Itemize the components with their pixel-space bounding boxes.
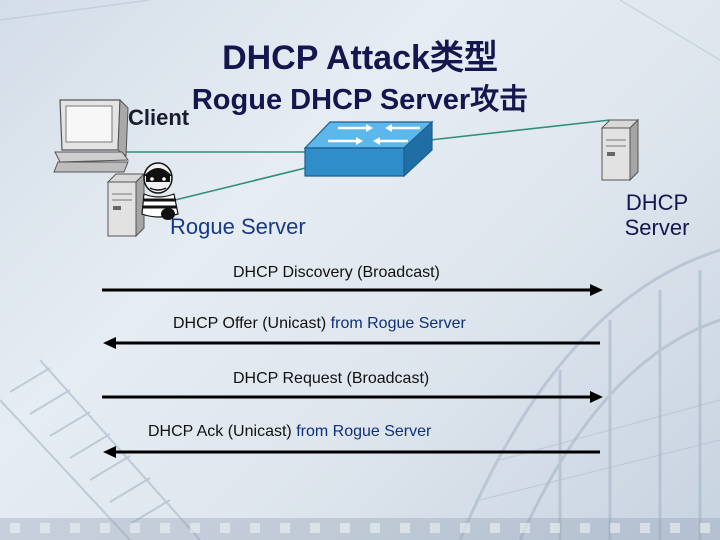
message-arrow-1 (102, 284, 603, 296)
message-label-2: DHCP Offer (Unicast) from Rogue Server (173, 315, 466, 333)
slide-title: DHCP Attack类型 (222, 39, 498, 77)
slide-subtitle: Rogue DHCP Server攻击 (191, 84, 529, 116)
message-text: DHCP Request (Broadcast) (233, 370, 430, 387)
rogue-server-icon (106, 172, 146, 238)
switch-dhcp-link (429, 119, 611, 141)
client-computer-icon (53, 98, 129, 173)
message-arrow-4 (103, 446, 600, 458)
message-label-3: DHCP Request (Broadcast) (233, 370, 429, 388)
switch-icon (303, 120, 434, 178)
dhcp-server-icon (600, 118, 640, 182)
rogue-server-label: Rogue Server (170, 214, 306, 239)
thief-icon (141, 162, 179, 220)
rogue-switch-link (174, 161, 331, 201)
message-label-4: DHCP Ack (Unicast) from Rogue Server (148, 423, 431, 441)
message-text: DHCP Discovery (Broadcast) (233, 264, 440, 281)
message-text: DHCP Offer (Unicast) (173, 315, 331, 332)
dhcp-server-label: DHCP Server (624, 190, 690, 240)
client-label: Client (128, 105, 190, 130)
message-label-1: DHCP Discovery (Broadcast) (233, 264, 440, 282)
message-text: DHCP Ack (Unicast) (148, 423, 297, 440)
message-arrow-2 (103, 337, 600, 349)
message-arrow-3 (102, 391, 603, 403)
message-source: from Rogue Server (296, 423, 432, 440)
message-source: from Rogue Server (330, 315, 466, 332)
